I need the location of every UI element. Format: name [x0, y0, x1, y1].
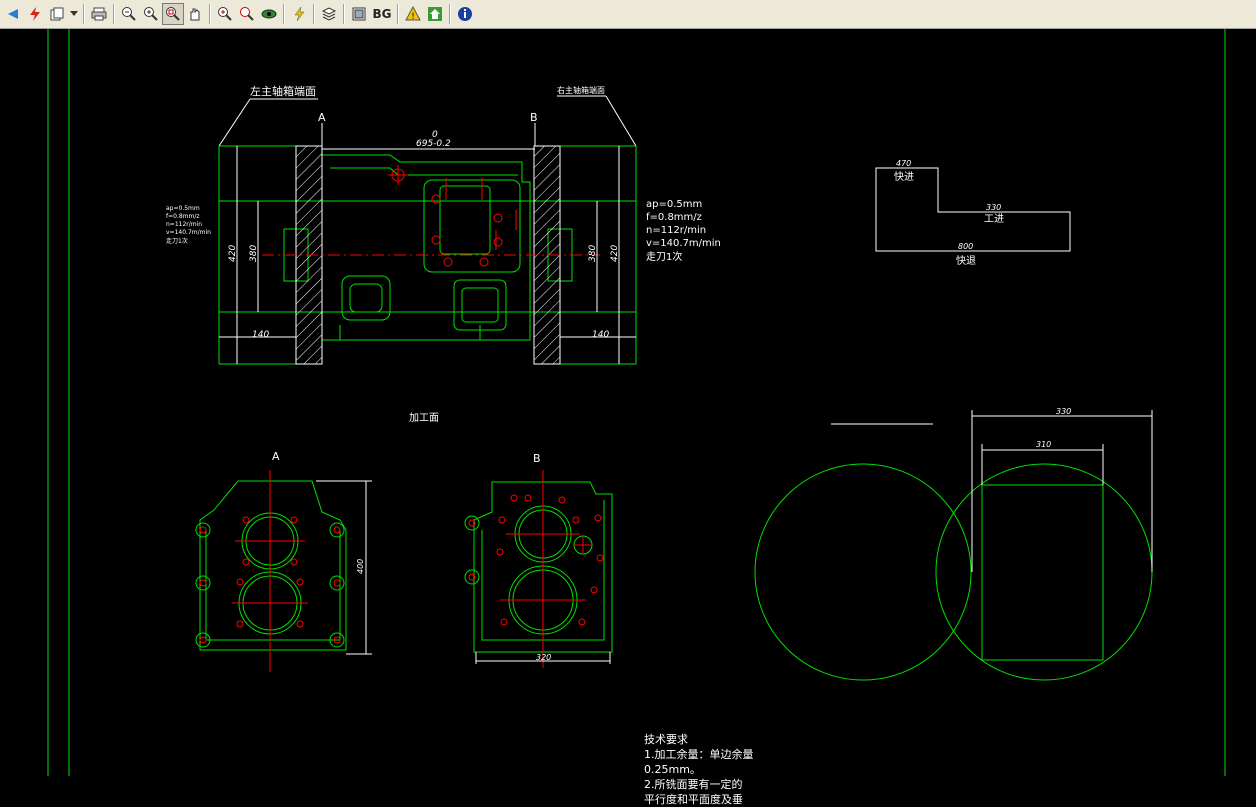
small-param: n=112r/min — [166, 221, 202, 228]
technical-requirements: 技术要求 1.加工余量：单边余量 0.25mm。 2.所铣面要有一定的 平行度和… — [644, 732, 754, 807]
param: ap=0.5mm — [646, 199, 702, 210]
view-a-label: A — [272, 450, 280, 463]
dim-420-left: 420 — [228, 245, 238, 262]
zoom-in-icon[interactable] — [140, 3, 162, 25]
home-icon[interactable] — [424, 3, 446, 25]
section-a-label: A — [318, 111, 326, 124]
toolbar-separator — [397, 4, 399, 24]
drawing-canvas[interactable]: 左主轴箱端面 右主轴箱端面 A B 0 695-0.2 140 140 420 … — [0, 29, 1256, 806]
bg-color-button[interactable]: BG — [370, 3, 394, 25]
drawing-frame — [47, 29, 1226, 776]
dim-380-right: 380 — [588, 245, 598, 262]
cad-drawing: 左主轴箱端面 右主轴箱端面 A B 0 695-0.2 140 140 420 … — [47, 29, 1226, 776]
section-b-label: B — [530, 111, 538, 124]
toolbar-separator — [313, 4, 315, 24]
tech-title: 技术要求 — [644, 733, 688, 746]
dim-420-right: 420 — [610, 245, 620, 262]
circle-dim-310: 310 — [1036, 440, 1051, 449]
feed-work: 工进 — [984, 213, 1004, 225]
tech-line: 0.25mm。 — [644, 763, 701, 776]
param: 走刀1次 — [646, 250, 682, 263]
feed-return: 快退 — [956, 255, 976, 267]
small-param: 走刀1次 — [166, 237, 188, 245]
lightning-icon[interactable] — [288, 3, 310, 25]
dim-top-zero: 0 — [432, 130, 438, 140]
toolbar-separator — [449, 4, 451, 24]
circle-dim-330: 330 — [1056, 407, 1071, 416]
label-right-end: 右主轴箱端面 — [557, 85, 605, 95]
tech-line: 2.所铣面要有一定的 — [644, 778, 743, 791]
layers-icon[interactable] — [46, 3, 68, 25]
feed-470: 470 — [896, 159, 911, 168]
warning-icon[interactable]: ! — [402, 3, 424, 25]
tech-line: 1.加工余量：单边余量 — [644, 748, 754, 761]
param: f=0.8mm/z — [646, 212, 702, 223]
small-param: ap=0.5mm — [166, 205, 200, 212]
param: v=140.7m/min — [646, 238, 721, 249]
feed-800: 800 — [958, 242, 973, 251]
machined-face-label: 加工面 — [409, 412, 439, 424]
pan-icon[interactable] — [184, 3, 206, 25]
top-assembly-view: 左主轴箱端面 右主轴箱端面 A B 0 695-0.2 140 140 420 … — [166, 84, 721, 365]
toolbar-separator — [83, 4, 85, 24]
param: n=112r/min — [646, 225, 706, 236]
dim-320: 320 — [536, 653, 551, 662]
small-param: f=0.8mm/z — [166, 213, 200, 220]
zoom-out-icon[interactable] — [118, 3, 140, 25]
print-icon[interactable] — [88, 3, 110, 25]
view-b: B 320 — [464, 452, 613, 668]
toolbar-separator — [343, 4, 345, 24]
feed-fast: 快进 — [894, 171, 914, 183]
svg-text:!: ! — [411, 12, 415, 22]
back-arrow-icon[interactable] — [2, 3, 24, 25]
toolbar-separator — [209, 4, 211, 24]
zoom-realtime-icon[interactable] — [236, 3, 258, 25]
view-b-label: B — [533, 452, 541, 465]
label-left-end: 左主轴箱端面 — [250, 84, 316, 98]
feed-cycle-diagram: 470 快进 330 工进 800 快退 — [875, 159, 1071, 267]
toolbar-separator — [113, 4, 115, 24]
view-icon[interactable] — [258, 3, 280, 25]
dim-right-140: 140 — [592, 330, 609, 340]
dim-380-left: 380 — [249, 245, 259, 262]
dim-top: 695-0.2 — [416, 139, 451, 149]
dim-400: 400 — [356, 559, 365, 574]
info-icon[interactable] — [454, 3, 476, 25]
lightning-red-icon[interactable] — [24, 3, 46, 25]
toolbar: BG ! — [0, 0, 1256, 29]
small-param: v=140.7m/min — [166, 229, 211, 236]
feed-330: 330 — [986, 203, 1001, 212]
cutter-circles: 330 310 — [754, 407, 1153, 681]
dim-left-140: 140 — [252, 330, 269, 340]
dropdown-icon[interactable] — [68, 3, 80, 25]
bg-label: BG — [372, 7, 392, 21]
view-a: A — [195, 450, 372, 672]
frame-icon[interactable] — [348, 3, 370, 25]
tech-line: 平行度和平面度及垂 — [644, 793, 743, 806]
layer-manager-icon[interactable] — [318, 3, 340, 25]
zoom-window-icon[interactable] — [162, 3, 184, 25]
toolbar-separator — [283, 4, 285, 24]
zoom-extents-icon[interactable] — [214, 3, 236, 25]
